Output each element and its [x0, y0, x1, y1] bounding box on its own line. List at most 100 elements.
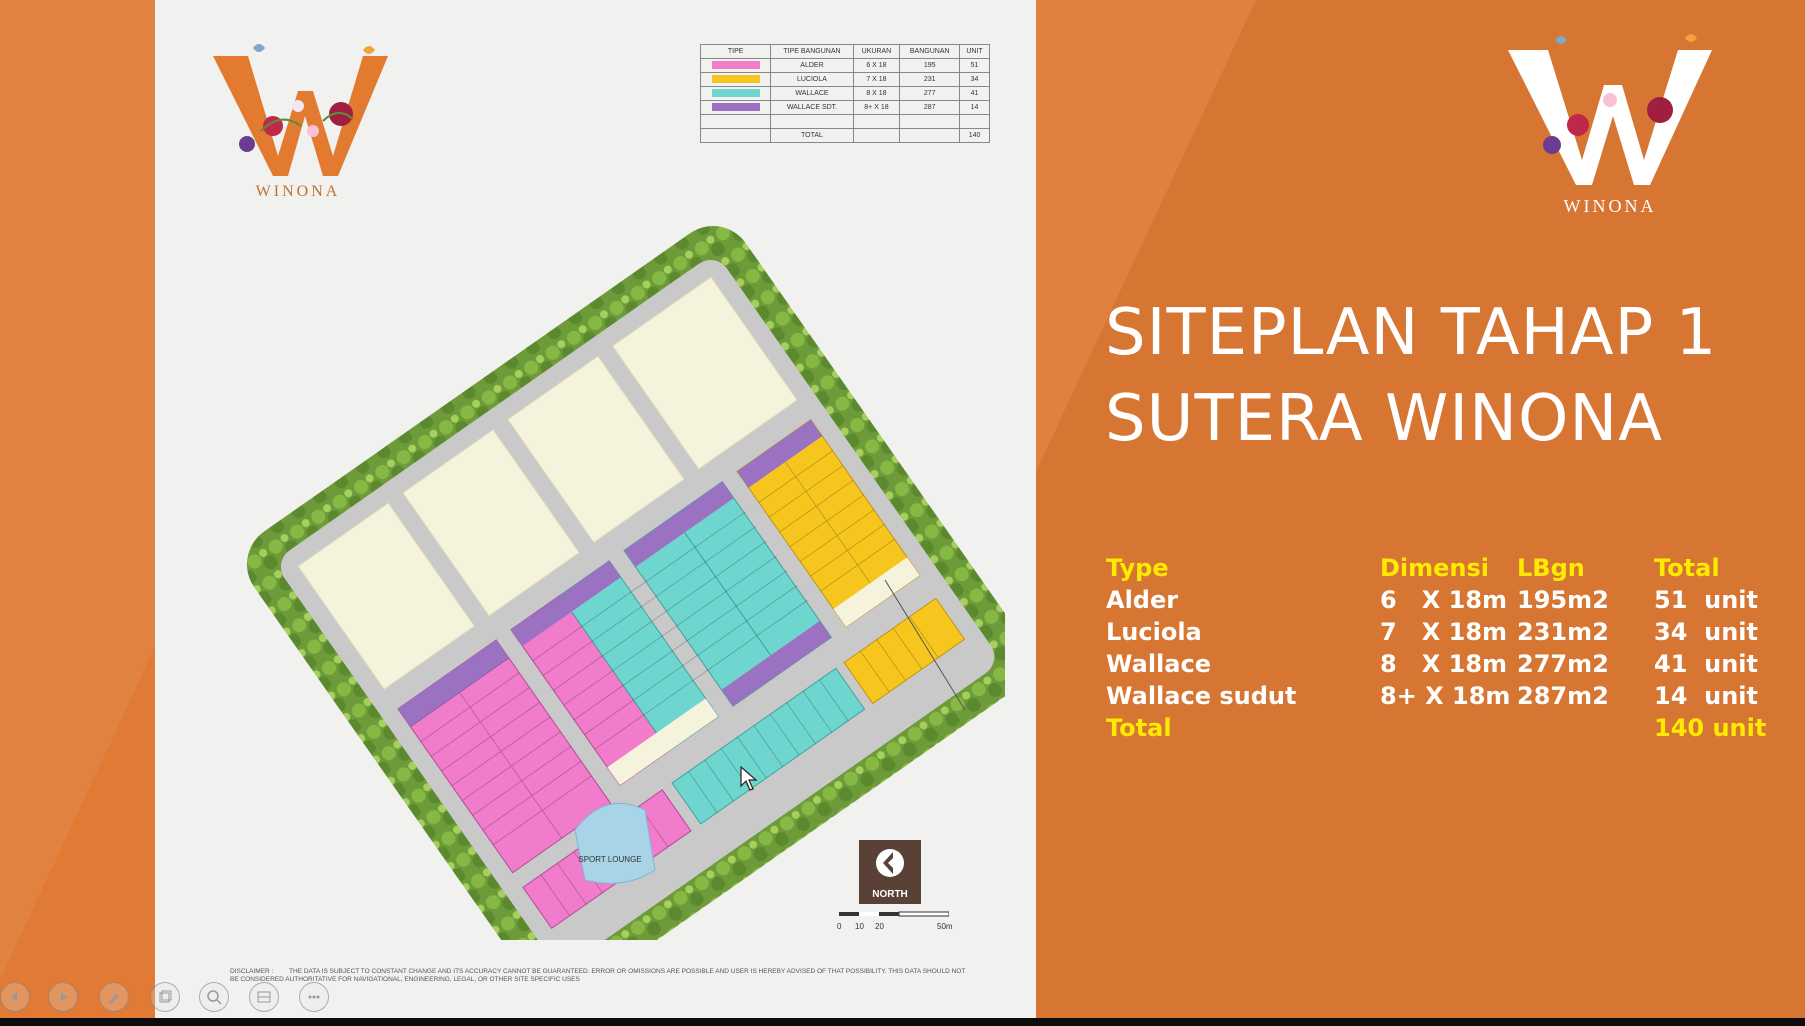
spec-total-value: 140 unit — [1654, 714, 1767, 742]
luciola-block — [736, 419, 921, 628]
legend-building: 277 — [899, 86, 961, 101]
wallace-swatch — [711, 88, 760, 97]
legend-unit: 41 — [959, 86, 990, 101]
alder-block — [397, 639, 612, 874]
slides-button[interactable] — [249, 982, 279, 1012]
legend-unit: 51 — [959, 58, 990, 73]
disclaimer-label: DISCLAIMER : — [230, 968, 274, 975]
spec-lb: 277m2 — [1517, 650, 1609, 678]
north-label: NORTH — [872, 889, 908, 900]
siteplan-map: SPORT LOUNGE — [246, 226, 1005, 940]
spec-total: 51 unit — [1654, 586, 1758, 614]
legend-size: 8+ X 18 — [852, 100, 901, 115]
legend-row: WALLACE SDT. 8+ X 18 287 14 — [699, 100, 990, 115]
spec-row: Wallace sudut 8+ X 18m 287m2 14 unit — [1106, 682, 1766, 714]
spec-header-type: Type — [1106, 554, 1169, 582]
alder-swatch — [711, 60, 760, 69]
type-legend-table: TIPE TIPE BANGUNAN UKURAN BANGUNAN UNIT … — [699, 44, 990, 143]
legend-unit: 14 — [959, 100, 990, 115]
north-sign: NORTH — [859, 840, 921, 904]
legend-building: 231 — [899, 72, 961, 87]
copy-button[interactable] — [150, 982, 180, 1012]
legend-type: ALDER — [770, 58, 854, 73]
more-icon — [308, 995, 320, 999]
spec-type: Wallace — [1106, 650, 1211, 678]
spec-total-row: Total 140 unit — [1106, 714, 1766, 746]
legend-size: 7 X 18 — [852, 72, 901, 87]
spec-row: Alder 6 X 18m 195m2 51 unit — [1106, 586, 1766, 618]
spec-lb: 287m2 — [1517, 682, 1609, 710]
spec-type: Luciola — [1106, 618, 1202, 646]
site-boundary-line — [884, 579, 966, 711]
spec-header: Type Dimensi LBgn Total — [1106, 554, 1766, 586]
spec-type: Wallace sudut — [1106, 682, 1297, 710]
north-arrow-icon — [876, 849, 904, 877]
spec-total: 41 unit — [1654, 650, 1758, 678]
spec-header-dim: Dimensi — [1380, 554, 1490, 582]
pen-icon — [109, 994, 119, 1004]
legend-type: WALLACE — [770, 86, 854, 101]
pen-button[interactable] — [99, 982, 129, 1012]
svg-text:WINONA: WINONA — [1564, 196, 1657, 216]
lot-lines — [410, 450, 939, 916]
spec-dim: 7 X 18m — [1380, 618, 1508, 646]
legend-size: 6 X 18 — [852, 58, 901, 73]
legend-building: 287 — [899, 100, 961, 115]
spec-header-total: Total — [1654, 554, 1720, 582]
legend-size: 8 X 18 — [852, 86, 901, 101]
pond — [574, 802, 656, 884]
previous-button[interactable] — [0, 982, 30, 1012]
legend-unit: 34 — [959, 72, 990, 87]
legend-type: LUCIOLA — [770, 72, 854, 87]
previous-icon — [11, 992, 17, 1002]
spec-row: Luciola 7 X 18m 231m2 34 unit — [1106, 618, 1766, 650]
bottom-bar — [0, 1018, 1805, 1026]
spec-table: Type Dimensi LBgn Total Alder 6 X 18m 19… — [1106, 554, 1766, 746]
legend-empty-row — [699, 114, 990, 129]
disclaimer: DISCLAIMER : THE DATA IS SUBJECT TO CONS… — [230, 968, 970, 984]
zoom-icon — [207, 990, 222, 1005]
spec-row: Wallace 8 X 18m 277m2 41 unit — [1106, 650, 1766, 682]
page-title: SITEPLAN TAHAP 1 SUTERA WINONA — [1105, 290, 1717, 462]
spec-type: Alder — [1106, 586, 1179, 614]
disclaimer-text: THE DATA IS SUBJECT TO CONSTANT CHANGE A… — [230, 968, 966, 984]
spec-dim: 6 X 18m — [1380, 586, 1508, 614]
title-line-2: SUTERA WINONA — [1105, 382, 1664, 456]
legend-col-unit: UNIT — [959, 44, 990, 59]
wallace-block — [623, 480, 832, 707]
scale-label: 10 — [855, 922, 864, 931]
winona-logo: WINONA — [213, 44, 388, 200]
winona-logo-right: WINONA — [1508, 34, 1712, 216]
more-button[interactable] — [299, 982, 329, 1012]
spec-lb: 195m2 — [1517, 586, 1609, 614]
copy-icon — [159, 990, 172, 1003]
legend-col-building-type: TIPE BANGUNAN — [770, 44, 854, 59]
alder-wallace-block — [510, 560, 719, 786]
zoom-button[interactable] — [199, 982, 229, 1012]
legend-type: WALLACE SDT. — [770, 100, 854, 115]
presentation-toolbar — [0, 978, 360, 1014]
legend-col-size: UKURAN — [852, 44, 901, 59]
scale-bar: 0 10 20 50m — [837, 908, 953, 938]
spec-dim: 8 X 18m — [1380, 650, 1508, 678]
mouse-cursor-icon — [740, 766, 758, 791]
title-line-1: SITEPLAN TAHAP 1 — [1105, 296, 1718, 370]
legend-col-building: BANGUNAN — [899, 44, 961, 59]
spec-header-lb: LBgn — [1517, 554, 1585, 582]
legend-row: LUCIOLA 7 X 18 231 34 — [699, 72, 990, 87]
legend-total-unit: 140 — [959, 128, 990, 143]
slides-icon — [257, 991, 271, 1003]
scale-label: 0 — [837, 922, 842, 931]
spec-total: 14 unit — [1654, 682, 1758, 710]
next-button[interactable] — [48, 982, 78, 1012]
scale-label: 50m — [937, 922, 953, 931]
future-blocks — [297, 276, 798, 690]
legend-building: 195 — [899, 58, 961, 73]
spec-lb: 231m2 — [1517, 618, 1609, 646]
spec-dim: 8+ X 18m — [1380, 682, 1511, 710]
legend-total-row: TOTAL 140 — [699, 128, 990, 143]
wallace-sudut-swatch — [711, 102, 760, 111]
legend-header: TIPE TIPE BANGUNAN UKURAN BANGUNAN UNIT — [699, 44, 990, 59]
spec-total-label: Total — [1106, 714, 1172, 742]
siteplan-sheet: WINONA TIPE TIPE BANGUNAN UKURAN BANGUNA… — [155, 0, 1036, 1018]
